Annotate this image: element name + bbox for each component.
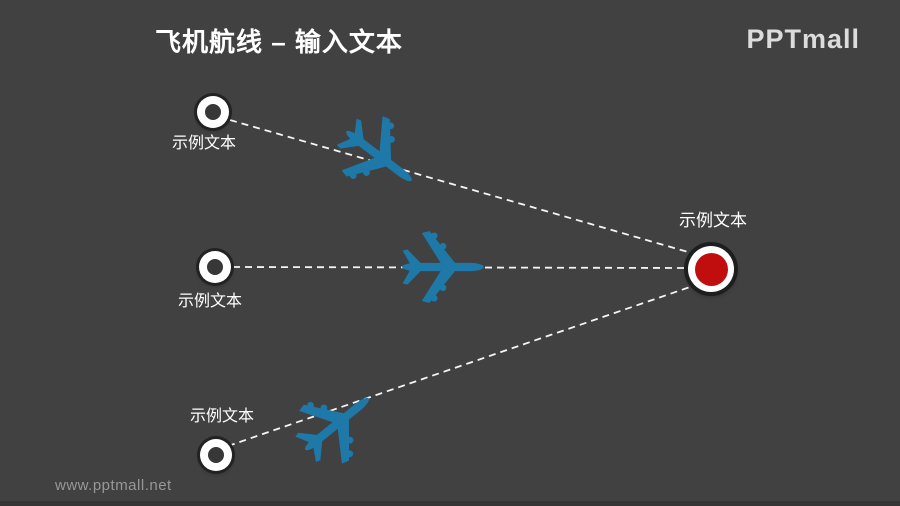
origin-node-label-1: 示例文本 bbox=[172, 135, 237, 152]
destination-node-label: 示例文本 bbox=[679, 211, 747, 230]
airplane-icon-3 bbox=[282, 370, 392, 478]
route-line-3 bbox=[227, 286, 691, 447]
origin-node-3 bbox=[200, 439, 232, 471]
origin-node-core bbox=[207, 259, 223, 275]
route-line-1 bbox=[229, 119, 689, 253]
slide-bottom-edge bbox=[0, 501, 900, 506]
origin-node-core bbox=[205, 104, 221, 120]
origin-node-1 bbox=[197, 96, 229, 128]
origin-node-label-3: 示例文本 bbox=[190, 408, 255, 425]
watermark-link[interactable]: www.pptmall.net bbox=[55, 477, 172, 494]
slide-title: 飞机航线 – 输入文本 bbox=[155, 27, 403, 57]
destination-node-core bbox=[694, 252, 728, 286]
airplane-icon-2 bbox=[402, 231, 484, 303]
airplane-icon-1 bbox=[324, 102, 434, 210]
pptmall-logo[interactable]: PPTmall bbox=[746, 24, 860, 54]
destination-node bbox=[688, 246, 734, 292]
route-line-2 bbox=[232, 266, 687, 269]
origin-node-2 bbox=[199, 251, 231, 283]
origin-node-label-2: 示例文本 bbox=[178, 293, 243, 310]
origin-node-core bbox=[208, 447, 224, 463]
